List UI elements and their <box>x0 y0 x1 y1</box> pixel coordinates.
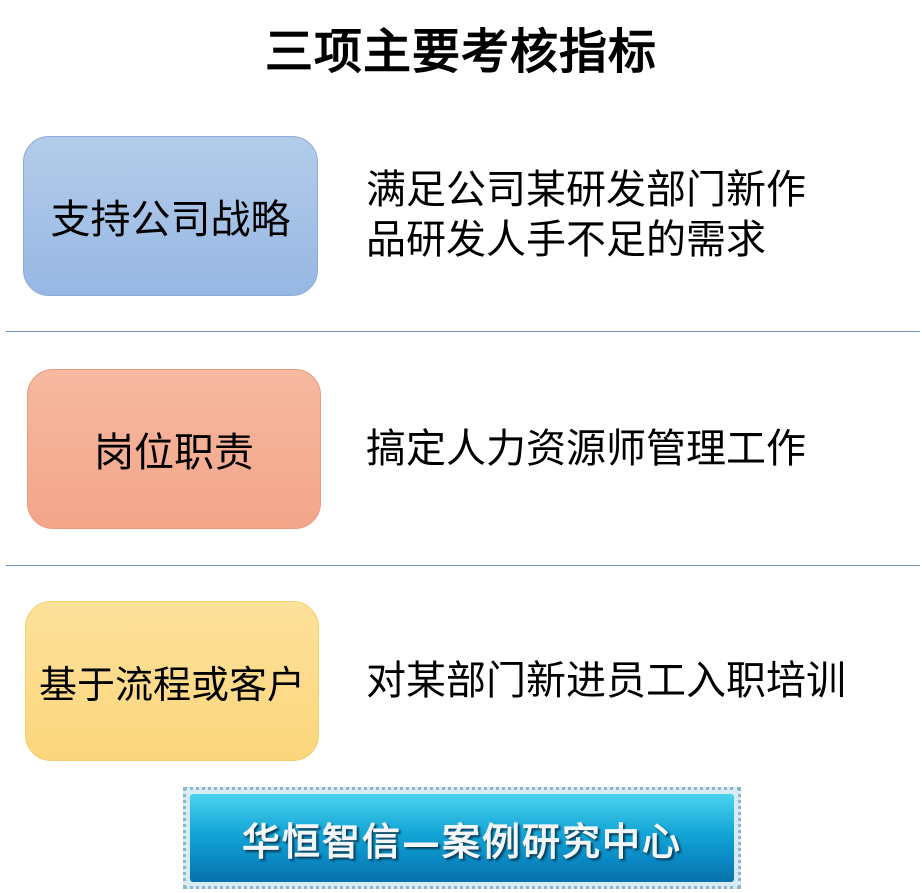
description-line: 对某部门新进员工入职培训 <box>366 658 846 704</box>
research-center-banner: 华恒智信—案例研究中心 <box>190 794 734 882</box>
banner-frame: 华恒智信—案例研究中心 <box>183 787 741 889</box>
divider <box>6 565 920 566</box>
indicator-box-strategy: 支持公司战略 <box>23 136 318 296</box>
indicator-description-duty: 搞定人力资源师管理工作 <box>366 424 806 474</box>
description-line: 搞定人力资源师管理工作 <box>366 426 806 472</box>
indicator-description-process: 对某部门新进员工入职培训 <box>366 656 846 706</box>
indicator-box-duty: 岗位职责 <box>27 369 321 529</box>
description-line: 品研发人手不足的需求 <box>366 217 766 263</box>
indicator-box-process: 基于流程或客户 <box>25 601 319 761</box>
page-title: 三项主要考核指标 <box>264 24 657 80</box>
description-line: 满足公司某研发部门新作 <box>366 167 806 213</box>
indicator-description-strategy: 满足公司某研发部门新作 品研发人手不足的需求 <box>366 165 806 265</box>
divider <box>6 331 920 332</box>
